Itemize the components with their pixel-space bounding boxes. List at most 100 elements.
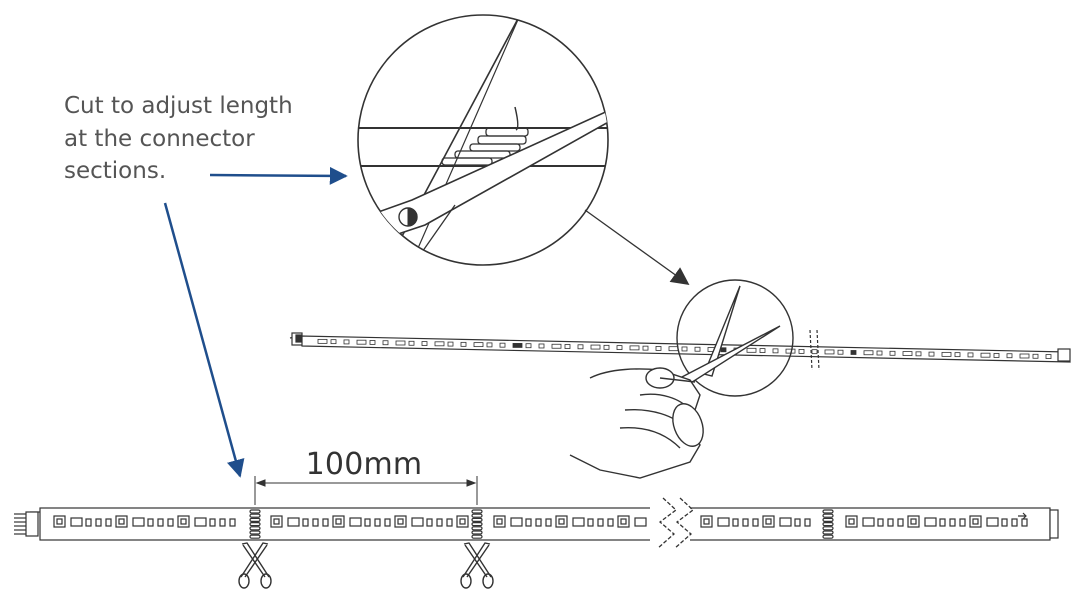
slant-led (486, 342, 493, 348)
component (219, 518, 226, 527)
slanted-strip-leds (317, 338, 1052, 359)
component (887, 518, 894, 527)
instruction-line-3: sections. (64, 158, 167, 184)
magnifier-circle-small (569, 279, 794, 479)
slant-led (577, 344, 584, 350)
slant-led (1006, 353, 1013, 359)
component (597, 518, 604, 527)
resistor (287, 517, 300, 527)
resistor (862, 517, 875, 527)
component (384, 518, 391, 527)
slant-led (798, 348, 805, 354)
component (157, 518, 164, 527)
resistor (194, 517, 207, 527)
slant-led (499, 342, 506, 348)
slant-led (590, 344, 601, 350)
component (877, 518, 884, 527)
resistor (717, 517, 730, 527)
resistor (779, 517, 792, 527)
component (897, 518, 904, 527)
scissors-icon (460, 542, 494, 589)
component (742, 518, 749, 527)
component (312, 518, 319, 527)
slant-led (772, 348, 779, 354)
slant-led (447, 341, 454, 347)
component (85, 518, 92, 527)
component (607, 518, 614, 527)
component (209, 518, 216, 527)
slant-led (317, 338, 328, 344)
resistor (986, 517, 999, 527)
slant-led (681, 346, 688, 352)
component (939, 518, 946, 527)
component (446, 518, 453, 527)
slant-led (980, 352, 991, 358)
slant-led (902, 351, 913, 356)
slant-led (525, 343, 532, 349)
led-strip-perspective (289, 329, 1071, 371)
slant-led (655, 346, 662, 351)
component (322, 518, 329, 527)
resistor (132, 517, 145, 527)
scissors-icon (238, 542, 272, 589)
component (794, 518, 801, 527)
component (1021, 518, 1028, 527)
resistor (924, 517, 937, 527)
connector-section (471, 509, 483, 539)
component (545, 518, 552, 527)
slant-led (941, 351, 952, 357)
component (95, 518, 102, 527)
slant-led (538, 343, 545, 349)
resistor (572, 517, 585, 527)
slant-led (460, 341, 467, 347)
slant-led (928, 351, 935, 357)
slant-led (746, 347, 757, 353)
component (436, 518, 443, 527)
slant-led (616, 345, 623, 351)
component (804, 518, 811, 527)
component (302, 518, 309, 527)
slant-led (408, 340, 415, 346)
slant-led (876, 350, 883, 356)
slant-led (863, 350, 874, 356)
arrow-to-magnifier (209, 166, 348, 185)
component (535, 518, 542, 527)
slant-led (1019, 353, 1030, 359)
slant-led (642, 345, 649, 351)
slant-led (603, 344, 610, 350)
end-connector-pins (14, 513, 26, 535)
straight-strip-leds (53, 515, 1028, 528)
dimension-line (254, 476, 478, 505)
slant-led (668, 346, 679, 352)
slant-led (551, 343, 562, 349)
slant-led (343, 339, 350, 345)
slant-led (330, 339, 337, 345)
slant-led (889, 350, 896, 356)
slant-led (369, 340, 376, 345)
slant-led (1045, 354, 1052, 359)
slant-led (512, 343, 523, 348)
slant-led (629, 345, 640, 351)
slant-led (421, 341, 428, 346)
component (949, 518, 956, 527)
resistor (70, 517, 83, 527)
slant-led (850, 350, 857, 355)
dimension-label: 100mm (305, 447, 423, 482)
zoom-arrow (584, 209, 690, 286)
slant-led (356, 339, 367, 345)
component (147, 518, 154, 527)
pointer-arrows (163, 166, 348, 478)
arrow-to-cut-point (163, 202, 245, 478)
component (374, 518, 381, 527)
slant-led (694, 346, 701, 352)
connector-section (249, 509, 261, 539)
component (1001, 518, 1008, 527)
resistor (510, 517, 523, 527)
slant-led (395, 340, 406, 346)
component (959, 518, 966, 527)
instruction-line-1: Cut to adjust length (64, 93, 293, 119)
resistor (411, 517, 424, 527)
component (167, 518, 174, 527)
slant-led (954, 352, 961, 358)
